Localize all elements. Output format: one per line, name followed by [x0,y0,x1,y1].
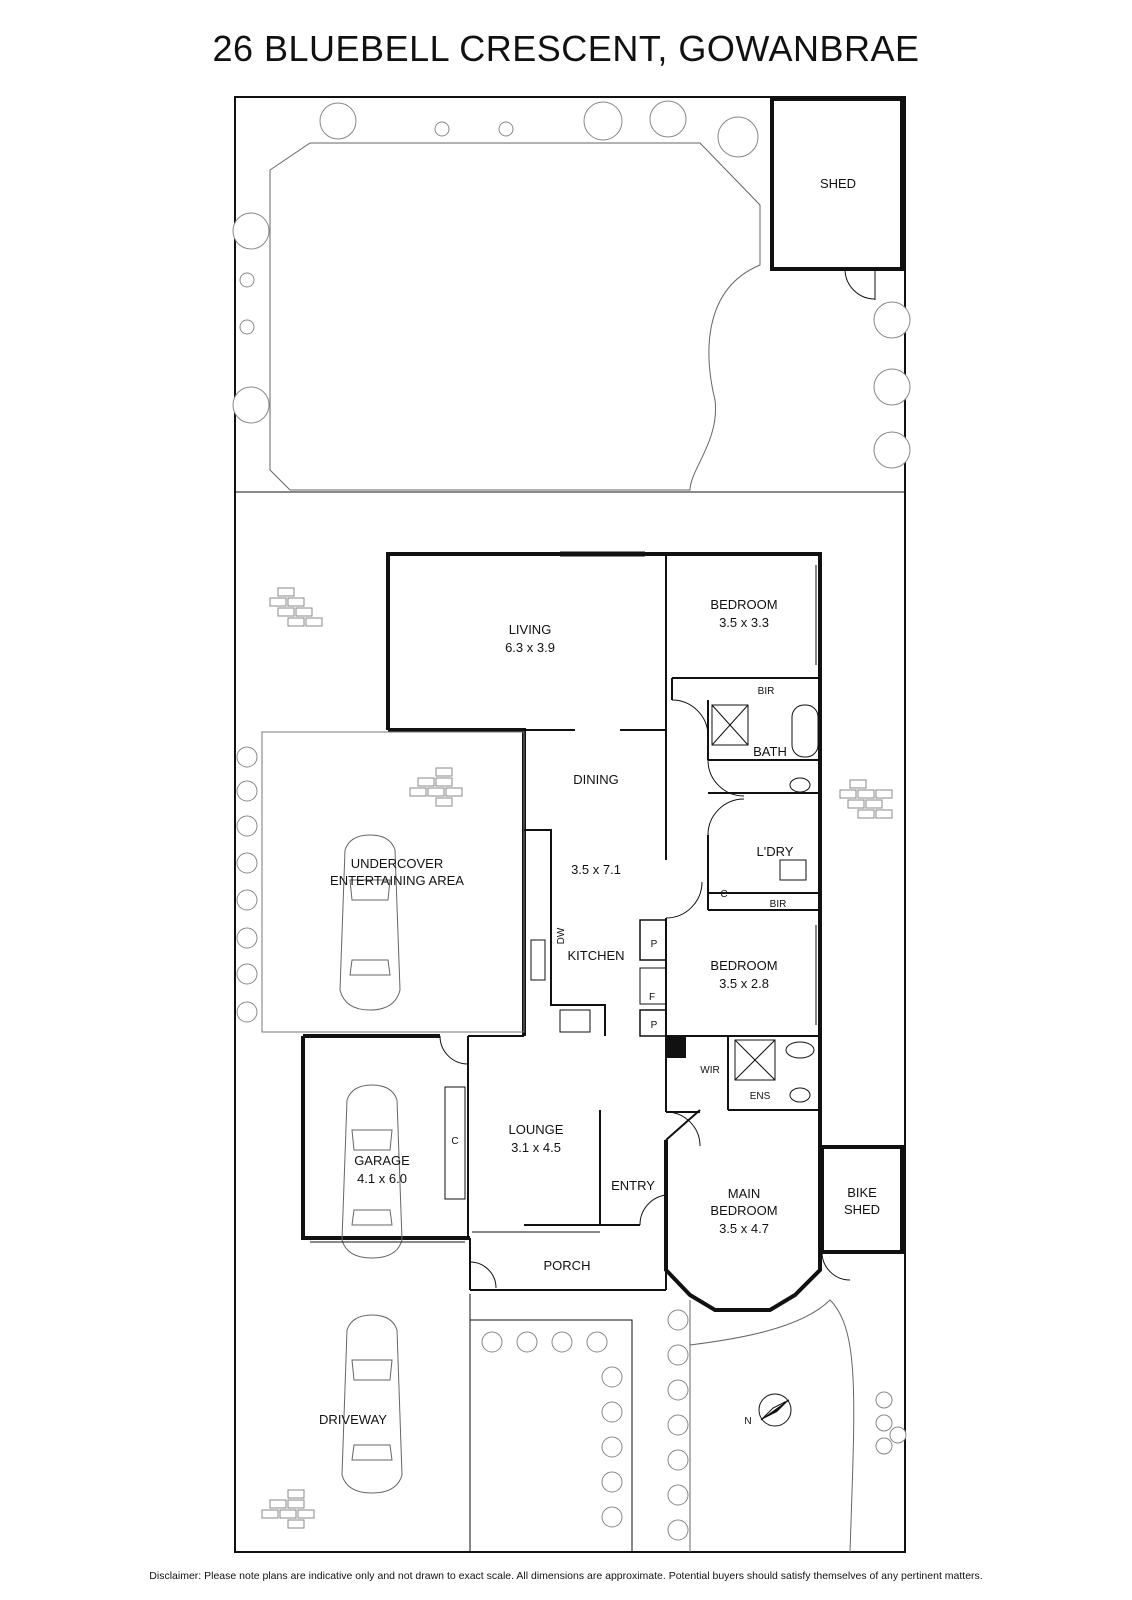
label-bedroom1-dim: 3.5 x 3.3 [719,615,769,630]
shower-ens [734,1039,776,1081]
label-shed: SHED [820,176,856,191]
paving-icons [261,587,893,1529]
shed-door-swing [844,268,876,300]
label-bike-shed-2: SHED [844,1202,880,1217]
laundry-tub [779,859,807,881]
label-bedroom1: BEDROOM [710,597,777,612]
label-garage-dim: 4.1 x 6.0 [357,1171,407,1186]
shower-bath [711,704,749,746]
label-bir2: BIR [770,899,787,910]
plan-title: 26 BLUEBELL CRESCENT, GOWANBRAE [212,28,920,69]
label-main-bedroom-1: MAIN [728,1186,761,1201]
label-bike-shed-1: BIKE [847,1185,877,1200]
compass-icon [758,1393,792,1427]
undercover-area [261,731,525,1033]
label-bath: BATH [753,744,787,759]
car-undercover [339,834,401,1011]
lawn-outline [269,142,761,491]
label-living-dim: 6.3 x 3.9 [505,640,555,655]
label-main-bedroom-2: BEDROOM [710,1203,777,1218]
property-boundary [234,96,906,1553]
label-undercover-2: ENTERTAINING AREA [330,873,464,888]
label-bedroom2: BEDROOM [710,958,777,973]
kitchen-bench [524,829,606,1036]
label-living: LIVING [509,622,552,637]
garage-cupboard [444,1086,466,1200]
label-dw: DW [556,927,567,944]
label-main-bedroom-dim: 3.5 x 4.7 [719,1221,769,1236]
house-walls [386,552,822,730]
label-undercover-1: UNDERCOVER [351,856,443,871]
chimney [666,1036,686,1058]
trees-left [236,746,258,1023]
pantry-1 [639,919,667,961]
label-bir1: BIR [758,686,775,697]
label-wir: WIR [700,1065,719,1076]
car-garage [341,1084,403,1259]
label-entry: ENTRY [611,1178,655,1193]
label-pantry1: P [651,939,658,950]
label-pantry2: P [651,1020,658,1031]
label-cupboard-c1: C [720,889,727,900]
label-lounge: LOUNGE [509,1122,564,1137]
shed [770,97,904,271]
disclaimer: Disclaimer: Please note plans are indica… [149,1570,983,1582]
label-garage: GARAGE [354,1153,410,1168]
cooktop [559,1009,591,1033]
label-ens: ENS [750,1091,771,1102]
trees-front [481,1309,907,1541]
sink [530,939,546,981]
label-lounge-dim: 3.1 x 4.5 [511,1140,561,1155]
label-kitchen: KITCHEN [567,948,624,963]
bike-shed [820,1145,904,1254]
floor-plan: SHED LIVING 6.3 x 3.9 BEDROOM 3.5 x 3.3 … [232,96,911,1553]
label-porch: PORCH [544,1258,591,1273]
internal-walls [469,554,820,1291]
bathtub [791,704,819,758]
label-compass-n: N [744,1416,751,1427]
trees-back [232,100,911,469]
pantry-2 [639,1009,667,1037]
label-bedroom2-dim: 3.5 x 2.8 [719,976,769,991]
label-driveway: DRIVEWAY [319,1412,387,1427]
label-laundry: L'DRY [757,844,794,859]
room-labels: SHED LIVING 6.3 x 3.9 BEDROOM 3.5 x 3.3 … [319,176,880,1427]
label-garage-c: C [451,1136,458,1147]
label-fridge: F [649,992,655,1003]
car-driveway [341,1314,403,1494]
label-dining-dim: 3.5 x 7.1 [571,862,621,877]
door-swings [469,699,745,1289]
label-dining: DINING [573,772,619,787]
fridge-space [639,967,667,1005]
